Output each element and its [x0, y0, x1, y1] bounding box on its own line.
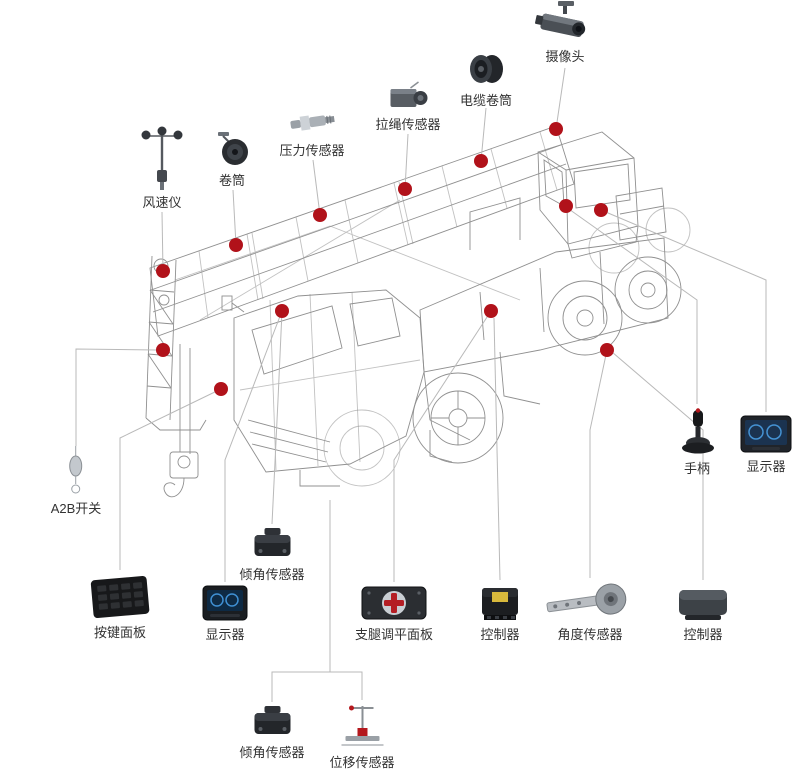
- keypad-label: 按键面板: [93, 625, 146, 640]
- connector-angle-sensor: [589, 349, 608, 578]
- displacement-sensor-icon: [337, 702, 387, 750]
- controller-1-icon: [478, 582, 522, 622]
- component-keypad: 按键面板: [90, 572, 150, 639]
- component-display-2: 显示器: [740, 414, 792, 473]
- reel-icon: [214, 130, 250, 168]
- display-2-label: 显示器: [746, 459, 786, 474]
- connector-displacement: [330, 671, 363, 700]
- component-display-1: 显示器: [202, 584, 248, 641]
- component-a2b-switch: A2B开关: [50, 446, 102, 516]
- connector-joystick: [565, 206, 698, 404]
- connector-display-1: [224, 310, 283, 582]
- sensor-location-dots: [156, 122, 614, 396]
- component-pressure-sensor: 压力传感器: [279, 106, 345, 158]
- component-leveling-panel: 支腿调平面板: [355, 584, 433, 641]
- component-controller-2: 控制器: [675, 582, 731, 641]
- sensor-dot: [313, 208, 327, 222]
- display-2-icon: [740, 414, 792, 454]
- reel-label: 卷筒: [218, 173, 245, 188]
- displacement-sensor-label: 位移传感器: [329, 755, 395, 770]
- component-joystick: 手柄: [677, 406, 717, 475]
- connector-rope-sensor: [404, 133, 409, 190]
- sensor-dot: [156, 343, 170, 357]
- component-tilt-sensor-1: 倾角传感器: [239, 526, 305, 582]
- connector-lines: [75, 67, 767, 702]
- keypad-icon: [90, 572, 150, 620]
- rope-sensor-label: 拉绳传感器: [375, 117, 441, 132]
- camera-label: 摄像头: [545, 49, 585, 64]
- angle-sensor-label: 角度传感器: [557, 627, 623, 642]
- connector-tilt-1: [271, 310, 283, 525]
- leveling-panel-icon: [361, 584, 427, 622]
- tilt-sensor-2-label: 倾角传感器: [239, 745, 305, 760]
- angle-sensor-icon: [545, 580, 635, 622]
- component-controller-1: 控制器: [478, 582, 522, 641]
- sensor-dot: [275, 304, 289, 318]
- sensor-dot: [484, 304, 498, 318]
- sensor-dot: [600, 343, 614, 357]
- a2b-switch-label: A2B开关: [50, 501, 102, 516]
- display-1-label: 显示器: [205, 627, 245, 642]
- connector-leveling-panel: [393, 310, 492, 582]
- sensor-dot: [549, 122, 563, 136]
- controller-1-label: 控制器: [480, 627, 520, 642]
- anemometer-label: 风速仪: [142, 195, 182, 210]
- camera-icon: [533, 0, 597, 44]
- sensor-dot: [214, 382, 228, 396]
- sensor-dot: [156, 264, 170, 278]
- a2b-switch-icon: [64, 446, 88, 496]
- component-tilt-sensor-2: 倾角传感器: [239, 704, 305, 760]
- component-angle-sensor: 角度传感器: [545, 580, 635, 641]
- leveling-panel-label: 支腿调平面板: [354, 627, 434, 642]
- connector-camera: [555, 67, 566, 130]
- connector-anemometer: [161, 211, 164, 272]
- component-rope-sensor: 拉绳传感器: [375, 80, 441, 132]
- sensor-dot: [229, 238, 243, 252]
- connector-controller-1: [493, 317, 501, 581]
- connector-display-2: [600, 209, 767, 412]
- connector-reel: [232, 189, 237, 246]
- rope-sensor-icon: [386, 80, 430, 112]
- sensor-dot: [474, 154, 488, 168]
- component-reel: 卷筒: [214, 130, 250, 187]
- pressure-sensor-label: 压力传感器: [279, 143, 345, 158]
- component-cable-reel: 电缆卷筒: [460, 50, 512, 107]
- controller-2-label: 控制器: [683, 627, 723, 642]
- component-anemometer: 风速仪: [140, 126, 184, 209]
- component-displacement-sensor: 位移传感器: [329, 702, 395, 770]
- controller-2-icon: [675, 582, 731, 622]
- cable-reel-label: 电缆卷筒: [459, 93, 513, 108]
- sensor-dot: [594, 203, 608, 217]
- connector-tilt-2: [271, 500, 331, 702]
- joystick-icon: [677, 406, 717, 456]
- sensor-dot: [559, 199, 573, 213]
- tilt-sensor-1-icon: [250, 526, 294, 562]
- display-1-icon: [202, 584, 248, 622]
- crane-wireframe-illustration: [145, 125, 691, 498]
- anemometer-icon: [140, 126, 184, 190]
- connector-controller-2: [611, 351, 704, 580]
- joystick-label: 手柄: [683, 461, 710, 476]
- connector-keypad: [119, 388, 222, 570]
- connector-cable-reel: [480, 107, 487, 162]
- component-camera: 摄像头: [533, 0, 597, 63]
- sensor-dot: [398, 182, 412, 196]
- connector-pressure-sensor: [312, 159, 321, 216]
- tilt-sensor-1-label: 倾角传感器: [239, 567, 305, 582]
- cable-reel-icon: [467, 50, 505, 88]
- pressure-sensor-icon: [288, 106, 336, 138]
- connector-a2b-switch: [75, 348, 157, 446]
- tilt-sensor-2-icon: [250, 704, 294, 740]
